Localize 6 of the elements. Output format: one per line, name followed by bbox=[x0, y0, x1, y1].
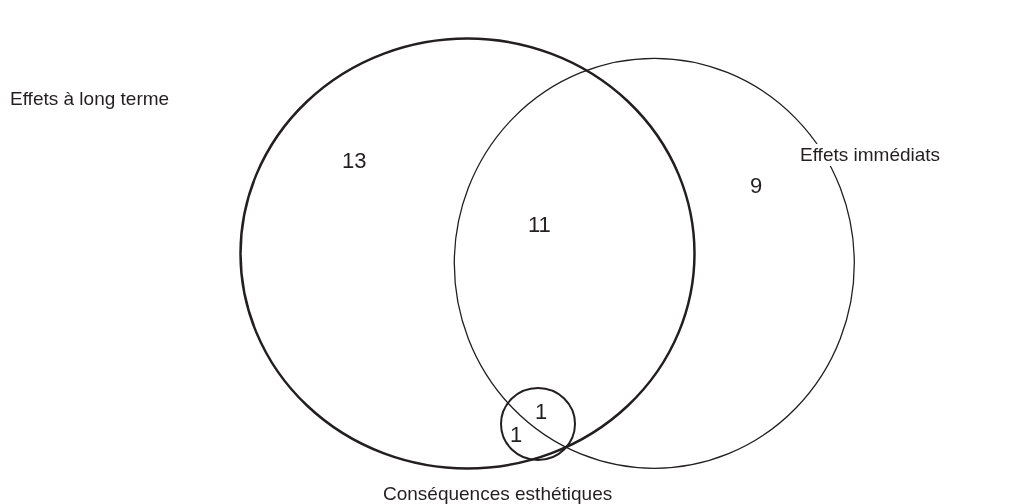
region-count: 9 bbox=[750, 175, 763, 197]
region-count: 1 bbox=[510, 424, 523, 446]
region-count: 13 bbox=[342, 150, 367, 172]
region-count: 11 bbox=[528, 214, 551, 236]
region-count: 1 bbox=[535, 401, 548, 423]
set-label: Effets immédiats bbox=[800, 144, 941, 166]
